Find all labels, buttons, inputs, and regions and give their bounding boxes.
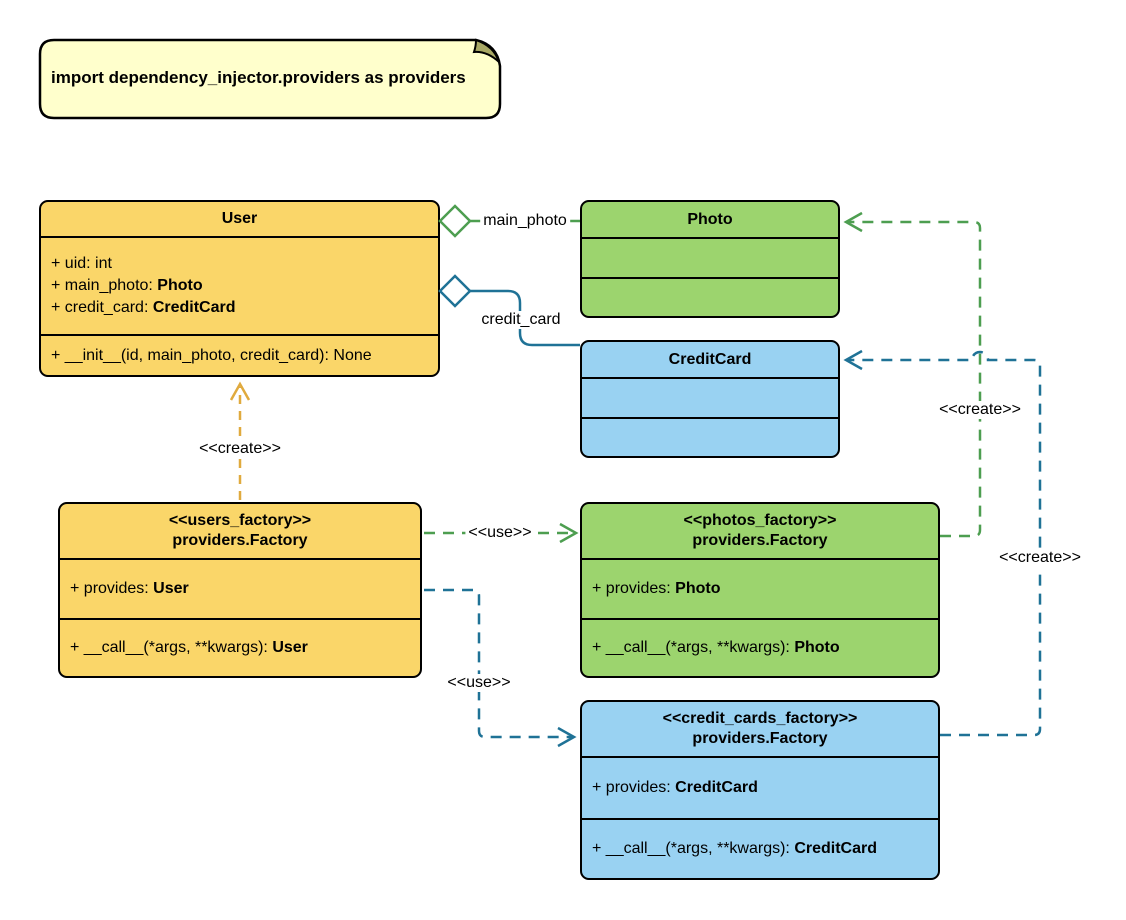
class-photos-factory-name: providers.Factory [692,532,828,549]
method-line: + __init__(id, main_photo, credit_card):… [51,345,438,367]
dependency-line [848,220,982,538]
attribute-text: + provides: [70,580,154,597]
class-users-factory[interactable]: <<users_factory>> providers.Factory + pr… [58,502,422,678]
class-photos-factory-attributes: + provides: Photo [582,558,938,618]
class-user[interactable]: User + uid: int + main_photo: Photo + cr… [39,200,440,377]
attribute-line: + credit_card: CreditCard [51,297,438,319]
class-user-attributes: + uid: int + main_photo: Photo + credit_… [41,236,438,334]
class-photos-factory-methods: + __call__(*args, **kwargs): Photo [582,618,938,676]
method-line: + __call__(*args, **kwargs): Photo [592,637,938,659]
stereotype-label: <<users_factory>> [168,512,312,529]
stereotype-label: <<credit_cards_factory>> [662,710,858,727]
class-photo-name: Photo [687,210,733,228]
attribute-text: + main_photo: [51,277,158,294]
method-line: + __call__(*args, **kwargs): User [70,637,420,659]
class-credit-cards-factory-attributes: + provides: CreditCard [582,756,938,818]
edge-label-create-credit-card: <<create>> [996,549,1084,567]
attribute-text: + uid: int [51,255,112,272]
class-users-factory-title: <<users_factory>> providers.Factory [60,504,420,558]
edge-label-create-photo: <<create>> [936,401,1024,419]
class-creditcard[interactable]: CreditCard [580,340,840,458]
dependency-line [424,588,572,739]
method-type: User [272,639,308,656]
method-type: CreditCard [794,840,877,857]
class-photos-factory-title: <<photos_factory>> providers.Factory [582,504,938,558]
class-creditcard-attributes [582,377,838,417]
note-text: import dependency_injector.providers as … [51,68,466,87]
class-photo-methods [582,277,838,316]
class-user-name: User [221,210,258,227]
attribute-type: User [153,580,189,597]
edge-label-use-photos: <<use>> [465,524,535,542]
open-arrowhead-icon [557,726,577,748]
attribute-type: CreditCard [675,779,758,796]
class-credit-cards-factory-title: <<credit_cards_factory>> providers.Facto… [582,702,938,756]
attribute-line: + provides: User [70,578,420,600]
aggregation-diamond-icon [438,274,472,308]
edge-label-credit-card: credit_card [478,311,564,329]
class-credit-cards-factory-name: providers.Factory [692,730,828,747]
class-photos-factory[interactable]: <<photos_factory>> providers.Factory + p… [580,502,940,678]
attribute-text: + provides: [592,779,676,796]
edge-label-use-credit-cards: <<use>> [444,674,514,692]
class-creditcard-title: CreditCard [582,342,838,377]
class-photo[interactable]: Photo [580,200,840,318]
class-credit-cards-factory-methods: + __call__(*args, **kwargs): CreditCard [582,818,938,878]
open-arrowhead-icon [843,211,863,233]
class-users-factory-methods: + __call__(*args, **kwargs): User [60,618,420,676]
attribute-line: + provides: Photo [592,578,938,600]
class-user-title: User [41,202,438,236]
method-line: + __call__(*args, **kwargs): CreditCard [592,838,938,860]
method-text: + __call__(*args, **kwargs): [70,639,273,656]
method-text: + __call__(*args, **kwargs): [592,840,795,857]
attribute-text: + credit_card: [51,299,153,316]
method-text: + __call__(*args, **kwargs): [592,639,795,656]
stereotype-label: <<photos_factory>> [683,512,837,529]
edge-label-create-user: <<create>> [196,440,284,458]
class-credit-cards-factory[interactable]: <<credit_cards_factory>> providers.Facto… [580,700,940,880]
open-arrowhead-icon [559,522,579,544]
edge-users-factory-use-credit-cards-factory [424,588,577,748]
class-users-factory-attributes: + provides: User [60,558,420,618]
class-creditcard-methods [582,417,838,456]
class-users-factory-name: providers.Factory [172,532,308,549]
attribute-line: + uid: int [51,253,438,275]
attribute-type: Photo [157,277,203,294]
class-photo-attributes [582,237,838,277]
attribute-type: CreditCard [152,299,236,316]
class-user-methods: + __init__(id, main_photo, credit_card):… [41,334,438,375]
open-arrowhead-icon [843,349,863,371]
method-text: + __init__(id, main_photo, credit_card):… [51,346,372,364]
attribute-line: + provides: CreditCard [592,777,938,799]
edge-photos-factory-create-photo [843,211,982,538]
attribute-text: + provides: [592,580,676,597]
class-creditcard-name: CreditCard [668,350,752,368]
edge-label-main-photo: main_photo [480,212,570,230]
aggregation-diamond-icon [438,204,472,238]
class-photo-title: Photo [582,202,838,237]
attribute-type: Photo [675,580,721,597]
attribute-line: + main_photo: Photo [51,275,438,297]
open-arrowhead-icon [229,381,251,401]
method-type: Photo [794,639,840,656]
